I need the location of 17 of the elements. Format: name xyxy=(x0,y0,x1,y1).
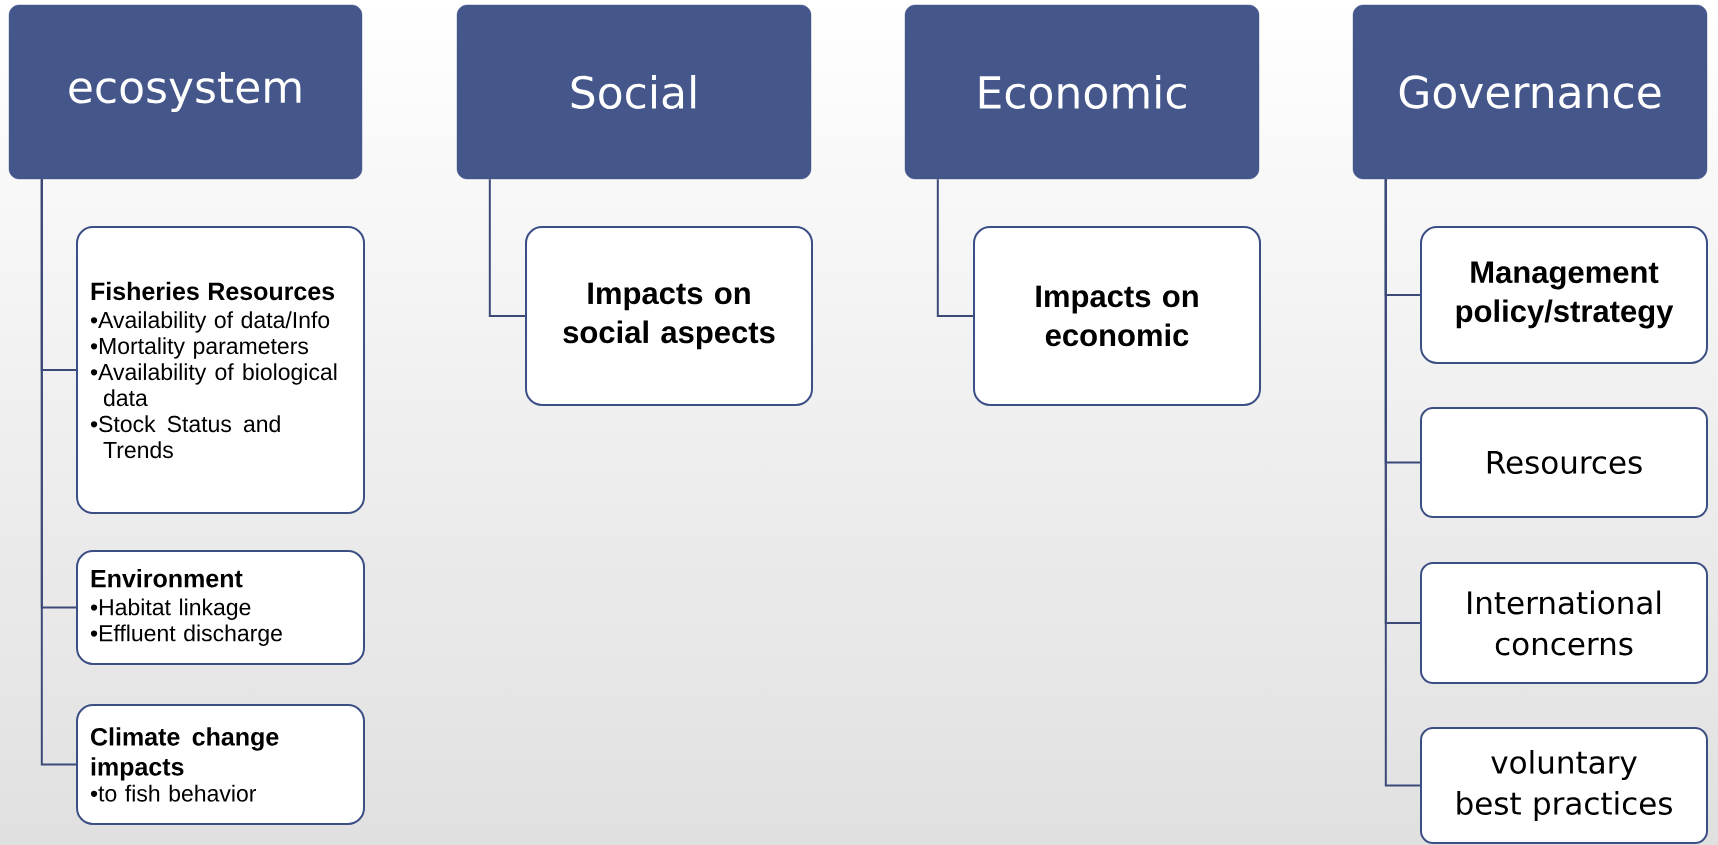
category-box: Fisheries Resources •Availability of data/Info •Mortality parameters •Availability of biological data •Stock Status and Trends xyxy=(76,226,365,514)
topic-box: Impacts on social aspects xyxy=(525,226,813,406)
connector-line xyxy=(40,178,77,766)
topic-box: Impacts on economic xyxy=(973,226,1261,406)
topic-box: Management policy/strategy xyxy=(1420,226,1708,364)
connector-line xyxy=(1384,178,1421,787)
category-box: Climate change impacts •to fish behavior xyxy=(76,704,365,825)
connector-line xyxy=(936,178,974,317)
header-box: Governance xyxy=(1352,4,1708,180)
topic-box: Resources xyxy=(1420,407,1708,518)
header-box: ecosystem xyxy=(8,4,363,180)
header-box: Social xyxy=(456,4,812,180)
topic-box: International concerns xyxy=(1420,562,1708,684)
header-box: Economic xyxy=(904,4,1260,180)
category-box: Environment •Habitat linkage •Effluent discharge xyxy=(76,550,365,665)
topic-box: voluntary best practices xyxy=(1420,727,1708,844)
connector-line xyxy=(488,178,526,317)
